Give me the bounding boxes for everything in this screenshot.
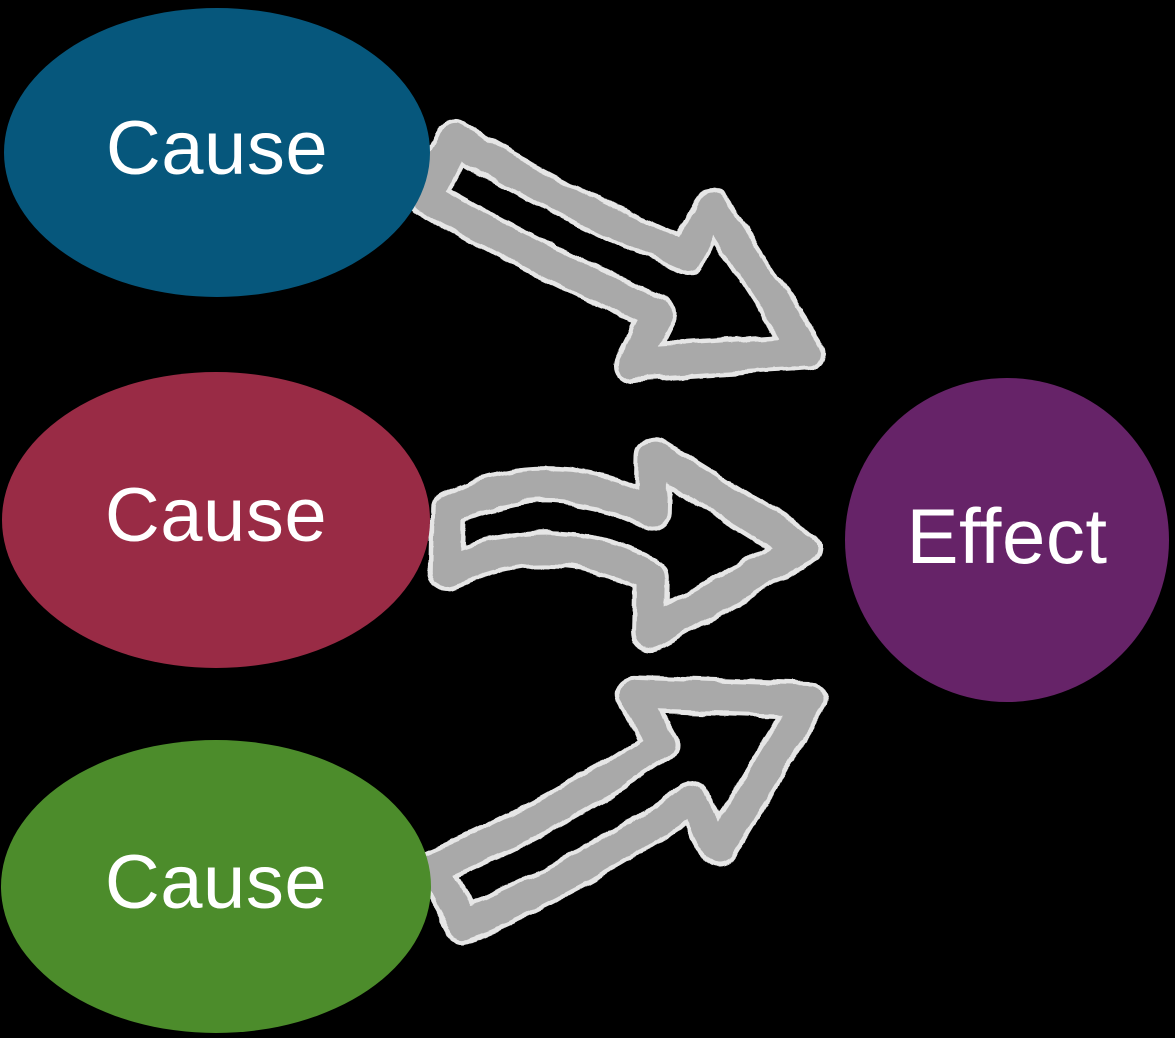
arrow-body — [432, 442, 817, 648]
node-effect: Effect — [845, 378, 1169, 702]
node-cause-2: Cause — [2, 372, 430, 668]
node-cause-3-label: Cause — [104, 839, 328, 925]
arrow-cause2-to-effect — [428, 437, 821, 652]
arrow-cause1-to-effect — [406, 120, 825, 383]
node-cause-1: Cause — [4, 8, 430, 297]
node-effect-label: Effect — [906, 492, 1108, 580]
arrow-cause3-to-effect — [413, 675, 827, 944]
node-cause-2-label: Cause — [104, 473, 328, 558]
arrow-body — [418, 679, 823, 939]
arrow-body — [411, 124, 821, 378]
node-cause-3: Cause — [1, 740, 431, 1033]
node-cause-1-label: Cause — [105, 105, 329, 191]
